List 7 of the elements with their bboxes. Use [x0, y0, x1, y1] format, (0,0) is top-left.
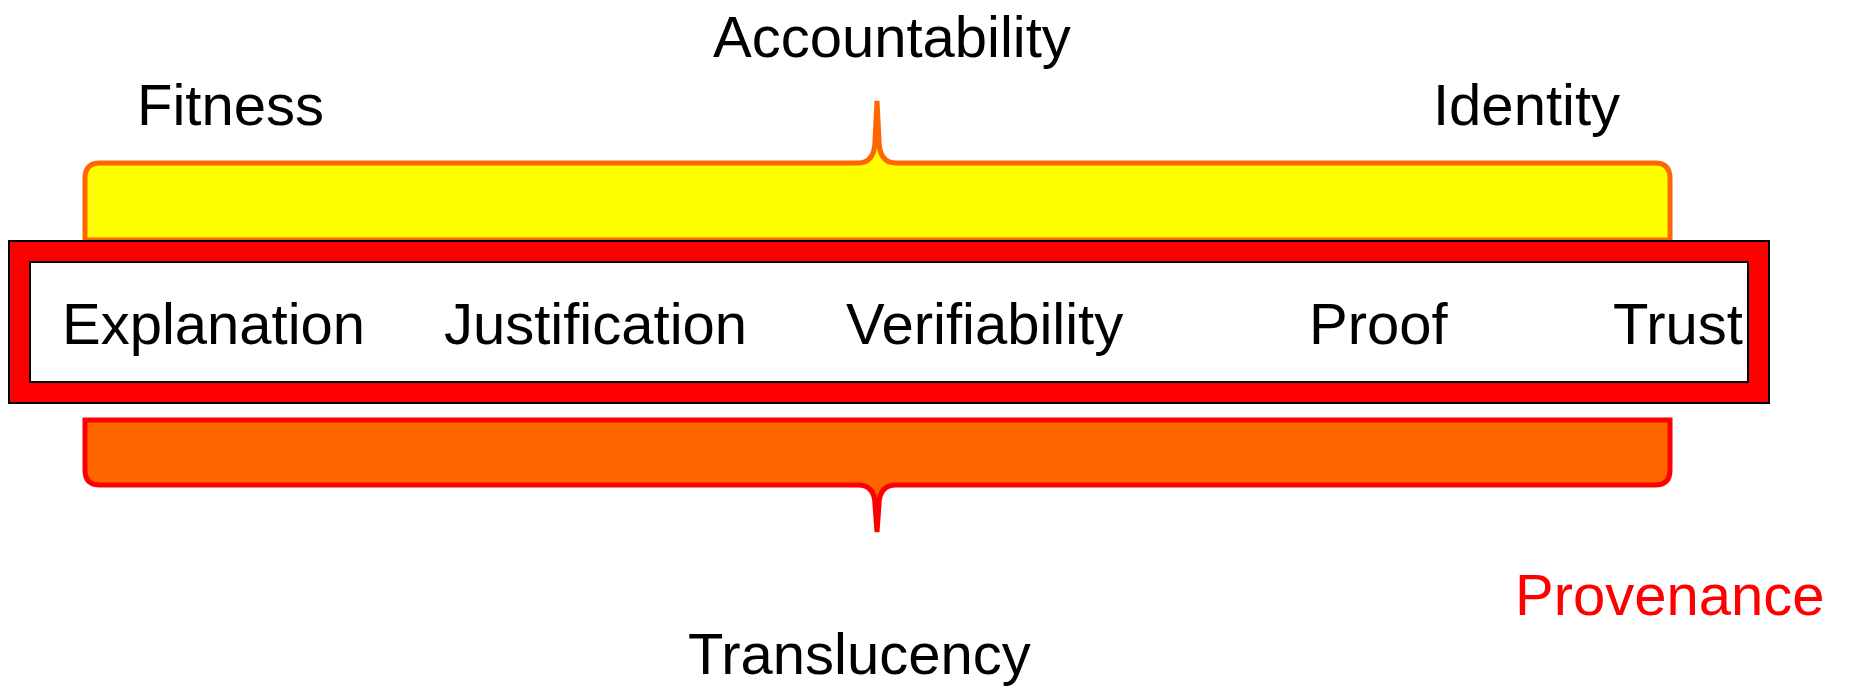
- term-label: Proof: [1309, 295, 1448, 353]
- term-label: Trust: [1613, 295, 1743, 353]
- term-label: Justification: [444, 295, 748, 353]
- framed-box: [10, 242, 1768, 402]
- curly-brace: [82, 417, 1673, 535]
- term-label: Provenance: [1515, 566, 1825, 624]
- term-label: Fitness: [137, 76, 324, 134]
